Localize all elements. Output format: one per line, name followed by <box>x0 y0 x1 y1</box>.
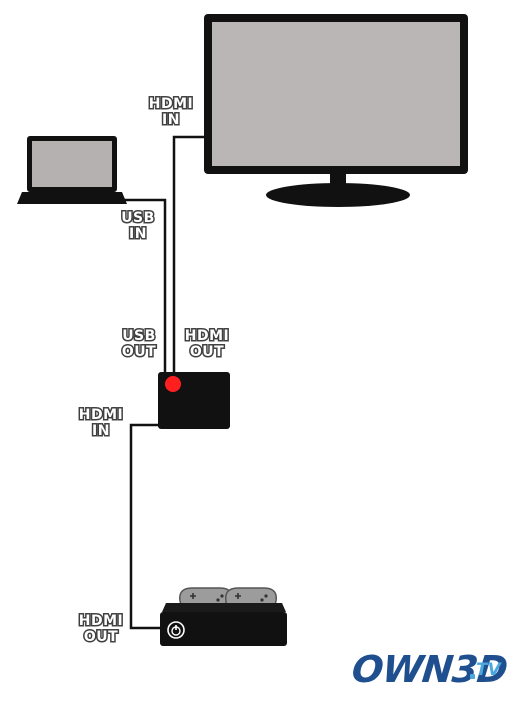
logo-suffix: TV <box>476 660 501 680</box>
label-line: USB <box>121 327 157 346</box>
logo-dot <box>470 674 475 679</box>
label-console-hdmi-out: HDMI OUT <box>70 612 132 647</box>
label-line: USB <box>120 209 156 228</box>
tv-icon <box>204 14 468 207</box>
label-line: HDMI <box>147 95 194 114</box>
label-line: IN <box>91 422 111 441</box>
label-line: IN <box>128 225 148 244</box>
label-box-usb-out: USB OUT <box>113 327 165 362</box>
cable-box-to-console-hdmi <box>129 423 162 630</box>
label-line: OUT <box>188 343 225 362</box>
label-tv-hdmi-in: HDMI IN <box>140 95 202 130</box>
own3d-logo: OWN3D TV <box>350 648 509 694</box>
game-console-icon <box>160 587 287 646</box>
label-box-hdmi-in: HDMI IN <box>70 406 132 441</box>
label-line: HDMI <box>77 406 124 425</box>
cables <box>120 135 206 630</box>
cable-laptop-to-box-usb <box>120 198 167 372</box>
label-line: HDMI <box>77 612 124 631</box>
laptop-icon <box>17 136 127 204</box>
cable-tv-to-box-hdmi <box>172 135 206 372</box>
label-line: HDMI <box>183 327 230 346</box>
power-icon <box>167 621 185 639</box>
power-led <box>165 376 181 392</box>
capture-box-icon <box>158 372 230 429</box>
label-line: OUT <box>82 628 119 647</box>
label-line: IN <box>161 111 181 130</box>
label-laptop-usb-in: USB IN <box>112 209 164 244</box>
label-line: OUT <box>120 343 157 362</box>
label-box-hdmi-out: HDMI OUT <box>175 327 239 362</box>
